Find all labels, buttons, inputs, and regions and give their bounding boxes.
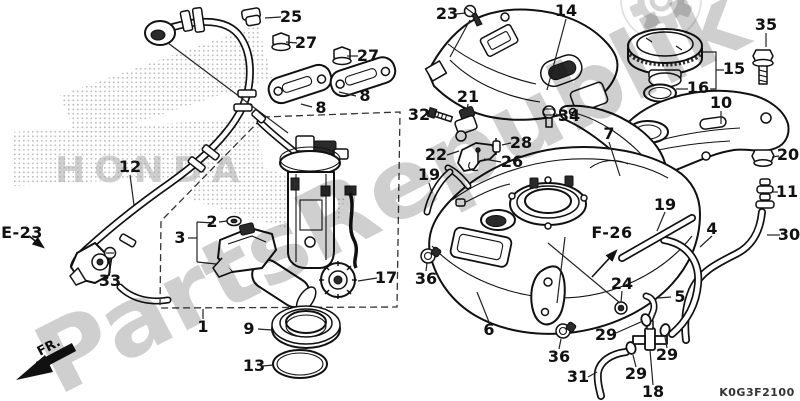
- callout-20: 20: [777, 145, 799, 164]
- callout-27: 27: [295, 33, 317, 52]
- callout-19: 19: [418, 165, 440, 184]
- callout-11: 11: [776, 182, 798, 201]
- callout-31: 31: [567, 367, 589, 386]
- bracket-3-part: [212, 222, 277, 278]
- joint-11: [755, 178, 775, 209]
- hose-end-fitting-e23: [69, 242, 172, 305]
- ref-label-f26: F-26: [591, 223, 632, 242]
- breather-hose-4: [660, 236, 703, 338]
- callout-19: 19: [654, 195, 676, 214]
- callout-10: 10: [710, 93, 732, 112]
- seal-ring-9: [271, 305, 341, 349]
- callout-36: 36: [548, 347, 570, 366]
- fuel-pump-assembly-1: [251, 109, 359, 269]
- hose-19-left: [423, 168, 454, 216]
- fuel-cap-15: [627, 28, 703, 88]
- callout-7: 7: [603, 124, 614, 143]
- diagram-code: K0G3F2100: [719, 386, 795, 399]
- callout-13: 13: [243, 356, 265, 375]
- bolt-34: [542, 105, 556, 128]
- callout-22: 22: [425, 145, 447, 164]
- setting-plates-8: [267, 56, 397, 105]
- honda-halftone-text: HONDA: [55, 150, 249, 191]
- callout-33: 33: [99, 271, 121, 290]
- nut-20: [751, 149, 775, 167]
- callout-17: 17: [375, 268, 397, 287]
- nuts-27: [271, 32, 352, 66]
- callout-30: 30: [778, 225, 800, 244]
- callout-8: 8: [315, 98, 326, 117]
- callout-29: 29: [595, 325, 617, 344]
- ref-label-e23: E-23: [1, 223, 43, 242]
- callout-32: 32: [408, 105, 430, 124]
- f26-ref-arrow: [591, 249, 618, 278]
- callout-1: 1: [197, 317, 208, 336]
- callout-18: 18: [642, 382, 664, 401]
- callout-16: 16: [687, 78, 709, 97]
- callout-2: 2: [206, 212, 217, 231]
- callout-34: 34: [558, 106, 580, 125]
- callout-6: 6: [483, 320, 494, 339]
- callout-12: 12: [119, 157, 141, 176]
- o-ring-13: [272, 349, 328, 379]
- callout-3: 3: [174, 228, 185, 247]
- clamp-25: [240, 7, 262, 27]
- hose-19-right: [618, 214, 696, 262]
- hose-31: [593, 348, 630, 400]
- callout-29: 29: [625, 364, 647, 383]
- callout-26: 26: [501, 152, 523, 171]
- bolt-35: [752, 49, 774, 85]
- callout-23: 23: [436, 4, 458, 23]
- callout-27: 27: [357, 46, 379, 65]
- grommet-2: [226, 215, 242, 227]
- hose-5: [642, 292, 658, 328]
- callout-24: 24: [611, 274, 633, 293]
- callout-35: 35: [755, 15, 777, 34]
- callout-29: 29: [656, 345, 678, 364]
- e23-ref-arrow: [28, 235, 45, 249]
- front-direction-arrow: [16, 343, 77, 380]
- flange-bolt-36-bottom: [555, 321, 577, 339]
- callout-4: 4: [706, 219, 717, 238]
- clip-28: [492, 138, 501, 155]
- bolt-32: [426, 106, 454, 123]
- flange-bolt-36-left: [420, 246, 442, 264]
- screw-23: [463, 4, 483, 27]
- callout-25: 25: [280, 7, 302, 26]
- callout-9: 9: [243, 319, 254, 338]
- leader-lines: [109, 12, 780, 386]
- stay-21: [454, 105, 478, 142]
- callout-28: 28: [510, 133, 532, 152]
- callout-14: 14: [555, 1, 577, 20]
- callout-5: 5: [674, 287, 685, 306]
- pin-26: [475, 147, 481, 164]
- fuel-pump-unit-17: [319, 261, 357, 299]
- callout-15: 15: [723, 59, 745, 78]
- callout-36: 36: [415, 269, 437, 288]
- callout-21: 21: [457, 87, 479, 106]
- hose-clamps-29: [625, 313, 671, 355]
- group-box-part-1: [159, 111, 401, 309]
- bracket-22: [457, 142, 497, 172]
- top-cover-14: [424, 8, 619, 121]
- nut-24: [614, 301, 628, 315]
- callout-8: 8: [359, 86, 370, 105]
